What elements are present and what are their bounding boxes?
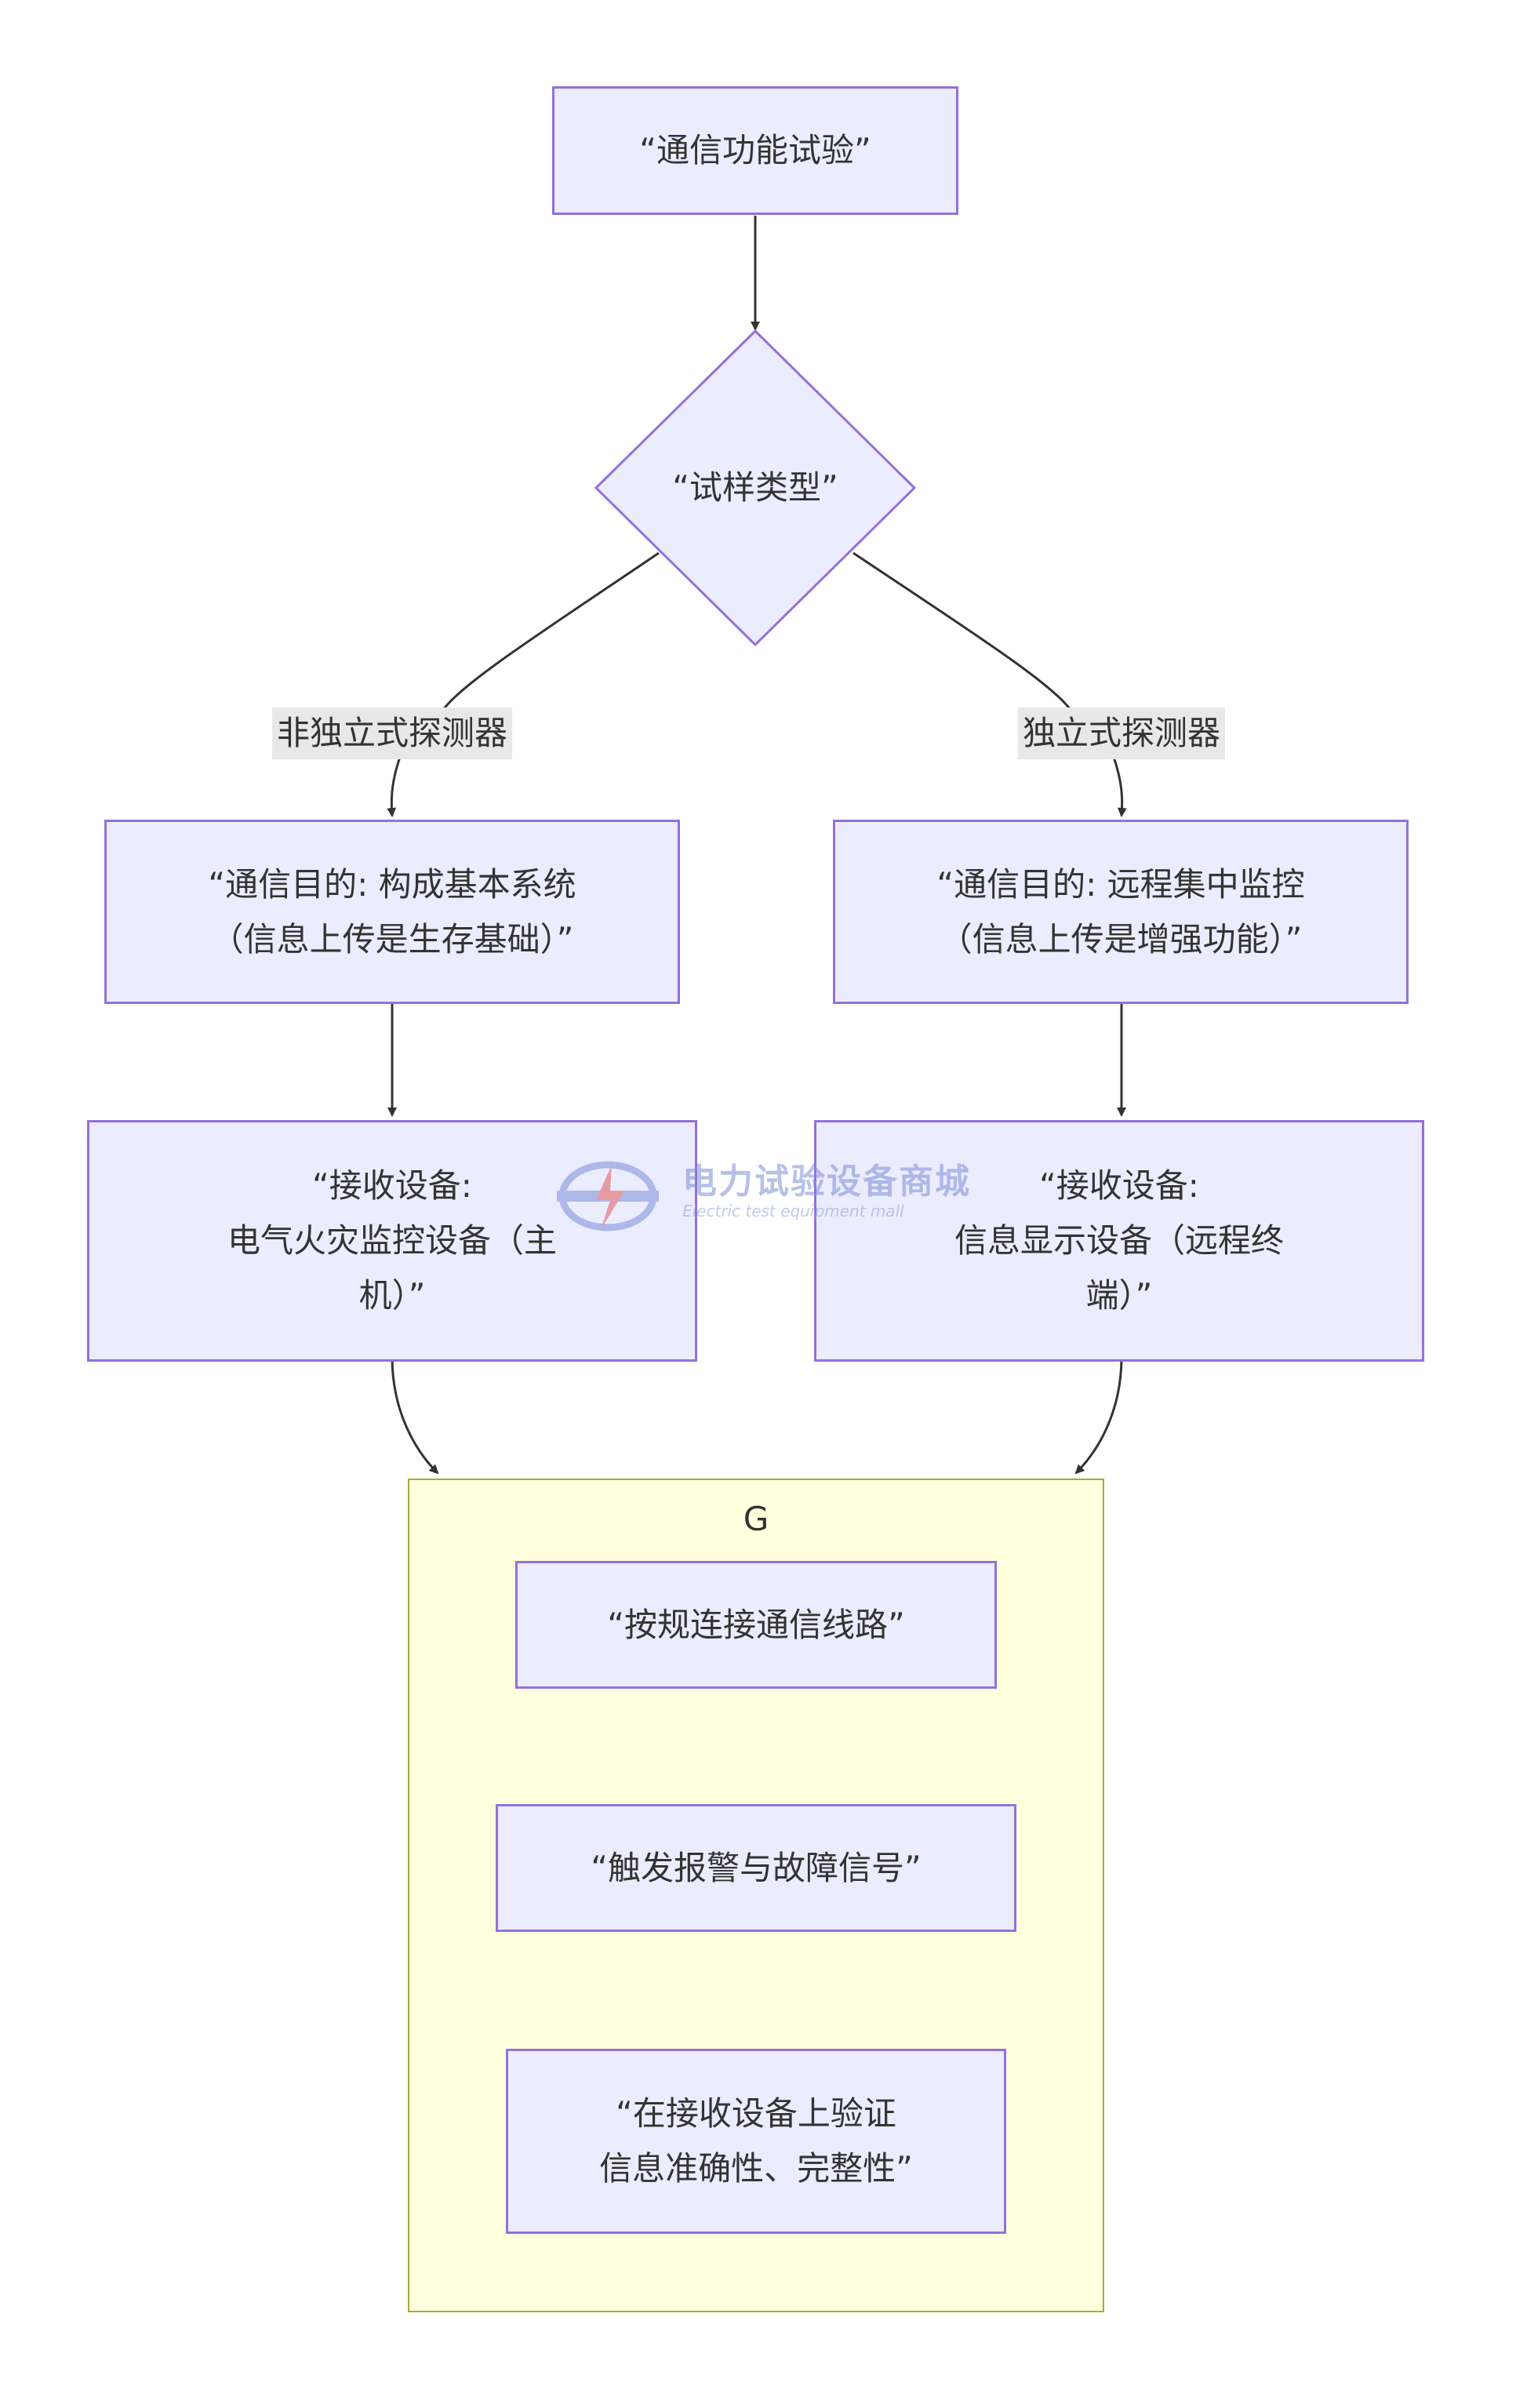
node-left-purpose: “通信目的: 构成基本系统 （信息上传是生存基础）” [104,820,680,1004]
node-step-connect: “按规连接通信线路” [515,1561,997,1689]
edge-left-label-to-purpose [387,756,402,817]
watermark: 电力试验设备商城 Electric test equipment mall [541,1153,969,1239]
node-step-verify: “在接收设备上验证 信息准确性、完整性” [506,2049,1006,2234]
edge-label-left: 非独立式探测器 [271,707,513,759]
edge-decision-to-right [853,551,1072,711]
node-start: “通信功能试验” [552,86,958,215]
decision-diamond [594,329,917,647]
edge-right-receiver-to-cluster [1074,1356,1123,1475]
node-right-receiver: “接收设备: 信息显示设备（远程终 端）” [814,1120,1424,1362]
watermark-title: 电力试验设备商城 [682,1162,971,1202]
node-step-trigger: “触发报警与故障信号” [496,1804,1016,1932]
node-right-purpose: “通信目的: 远程集中监控 （信息上传是增强功能）” [833,820,1409,1004]
node-decision-label: “试样类型” [672,468,838,507]
watermark-logo-icon [557,1161,659,1231]
watermark-subtitle: Electric test equipment mall [682,1202,904,1220]
edge-right-label-to-purpose [1112,756,1127,817]
edge-left-receiver-to-cluster [391,1356,439,1475]
edge-label-right: 独立式探测器 [1017,707,1226,759]
cluster-title: G [743,1500,769,1538]
node-left-receiver: “接收设备: 电气火灾监控设备（主 机）” [87,1120,697,1362]
edge-decision-to-left [442,551,660,711]
